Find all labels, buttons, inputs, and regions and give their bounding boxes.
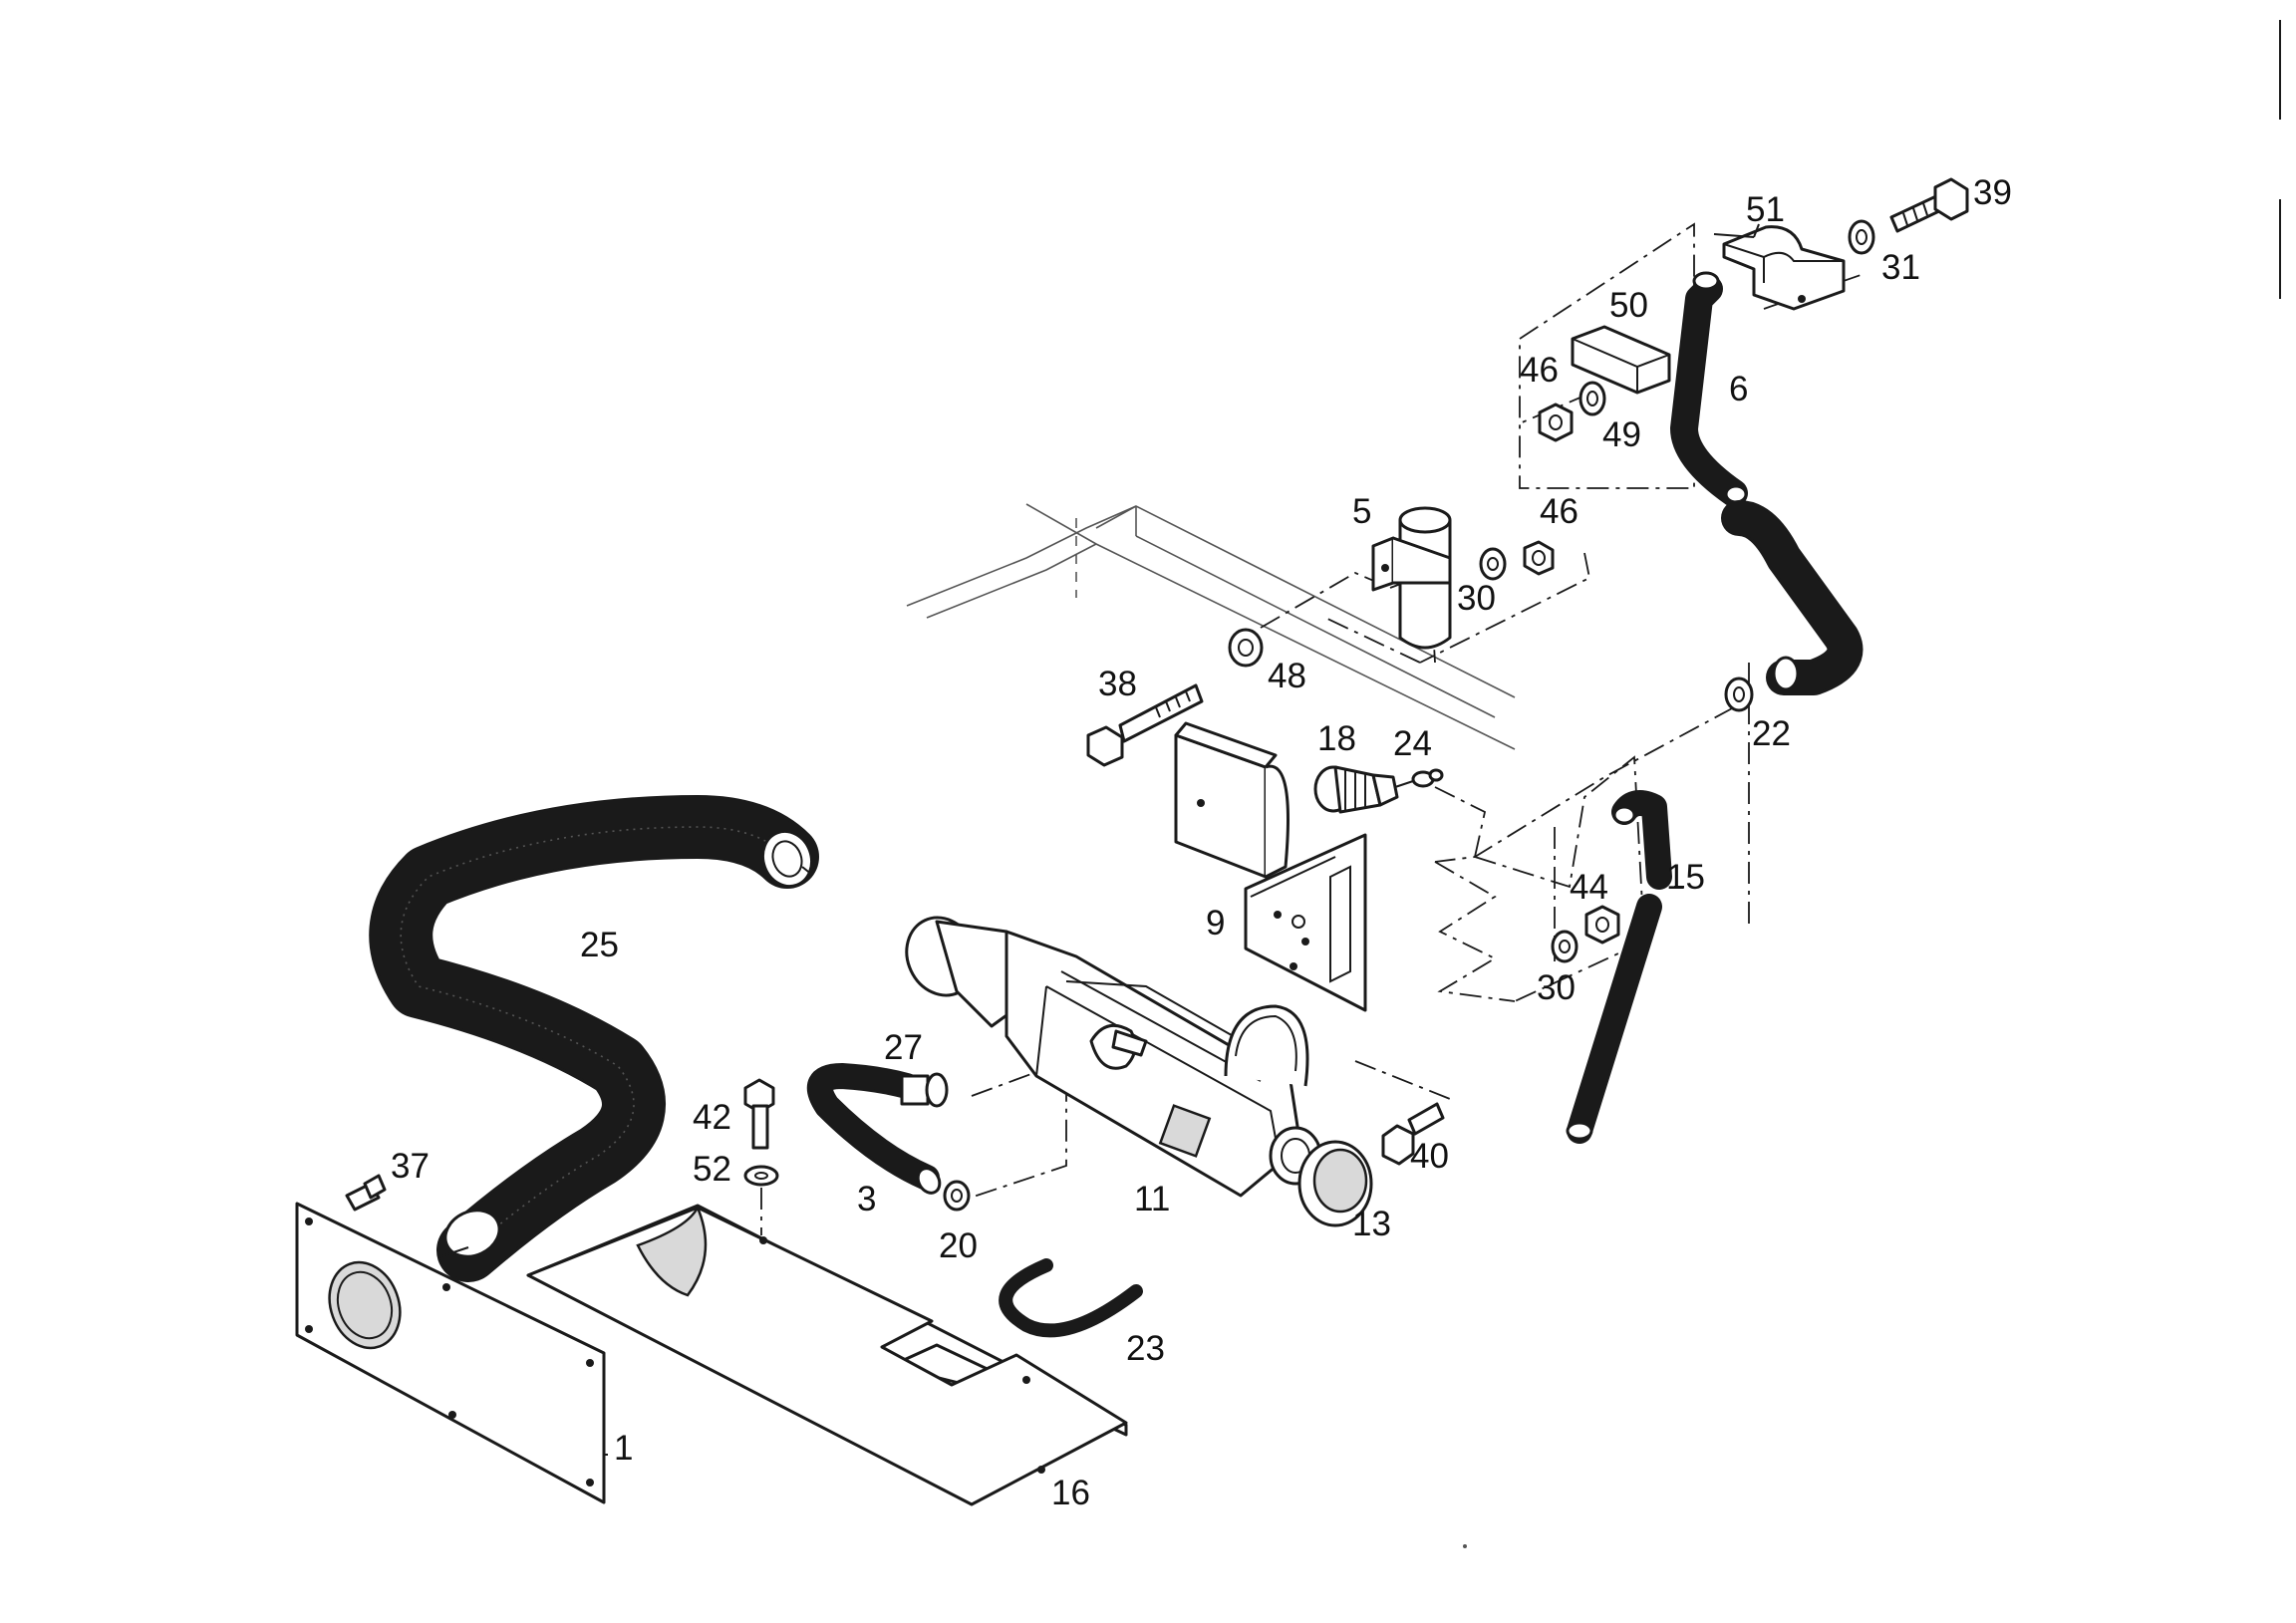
callout-18: 18 xyxy=(1317,719,1356,758)
callout-40: 40 xyxy=(1410,1137,1449,1176)
hose-lower xyxy=(1721,500,1864,695)
vehicle-structure-outline xyxy=(906,503,1516,750)
callout-50: 50 xyxy=(1609,286,1648,325)
callout-31: 31 xyxy=(1881,248,1920,287)
callout-6: 6 xyxy=(1729,370,1748,408)
clamp-5 xyxy=(1371,506,1452,650)
nut-44 xyxy=(1584,905,1620,945)
callout-48: 48 xyxy=(1268,657,1306,695)
callout-44: 44 xyxy=(1570,868,1608,907)
clip-20 xyxy=(943,1180,971,1212)
callout-15: 15 xyxy=(1666,858,1705,897)
screw-37 xyxy=(345,1174,387,1212)
callout-11: 11 xyxy=(1134,1180,1170,1218)
nut-46-mid xyxy=(1523,540,1555,576)
callout-46-upper: 46 xyxy=(1520,351,1559,390)
mounting-bracket xyxy=(1174,721,1367,1012)
washer-48 xyxy=(1228,628,1264,668)
callout-30-upper: 30 xyxy=(1457,579,1496,618)
washer-30-lower xyxy=(1551,930,1578,963)
washer-49 xyxy=(1578,381,1606,416)
callout-37: 37 xyxy=(391,1147,430,1186)
callout-23: 23 xyxy=(1126,1329,1165,1368)
flexible-hose xyxy=(369,795,819,1282)
bolt-38 xyxy=(1086,683,1204,767)
callout-39: 39 xyxy=(1973,173,2012,212)
sensor-18 xyxy=(1313,765,1414,814)
block-50 xyxy=(1571,325,1671,395)
washer-52 xyxy=(743,1165,779,1235)
callout-30-lower: 30 xyxy=(1537,968,1576,1007)
callout-16: 16 xyxy=(1051,1474,1090,1512)
callout-labels: 1 3 5 6 9 11 13 15 16 18 20 22 23 24 25 … xyxy=(391,173,2012,1512)
end-cap-13 xyxy=(1297,1140,1373,1227)
base-plate xyxy=(526,1204,1128,1506)
bracket-51 xyxy=(1722,225,1846,311)
clip-22 xyxy=(1724,676,1754,712)
bolt-42 xyxy=(743,1078,775,1150)
callout-24: 24 xyxy=(1393,724,1432,763)
callout-22: 22 xyxy=(1752,714,1791,753)
fuel-pipe-3 xyxy=(806,1063,942,1195)
washer-31 xyxy=(1848,219,1875,255)
washer-30-upper xyxy=(1479,547,1507,581)
bolt-39 xyxy=(1889,177,1969,233)
hose-6 xyxy=(1670,271,1748,507)
callout-52: 52 xyxy=(693,1150,731,1189)
fitting-27 xyxy=(900,1072,949,1108)
callout-20: 20 xyxy=(939,1226,978,1265)
bolt-40 xyxy=(1381,1102,1445,1166)
callout-5: 5 xyxy=(1352,492,1371,531)
callout-38: 38 xyxy=(1098,665,1137,703)
callout-27: 27 xyxy=(884,1028,923,1067)
hose-15 xyxy=(1566,790,1672,1144)
plug-24 xyxy=(1411,768,1444,788)
callout-46-mid: 46 xyxy=(1540,492,1578,531)
callout-13: 13 xyxy=(1352,1205,1391,1243)
stray-dot xyxy=(1463,1544,1467,1548)
callout-3: 3 xyxy=(857,1180,876,1218)
callout-49: 49 xyxy=(1602,415,1641,454)
exhaust-u-pipe xyxy=(999,1258,1143,1338)
callout-9: 9 xyxy=(1206,904,1225,943)
callout-1: 1 xyxy=(614,1429,633,1468)
front-panel xyxy=(295,1202,606,1504)
callout-51: 51 xyxy=(1746,190,1785,229)
leader-lines xyxy=(604,223,1760,1456)
nut-46-upper xyxy=(1538,403,1574,442)
callout-42: 42 xyxy=(693,1098,731,1137)
callout-25: 25 xyxy=(580,926,619,964)
